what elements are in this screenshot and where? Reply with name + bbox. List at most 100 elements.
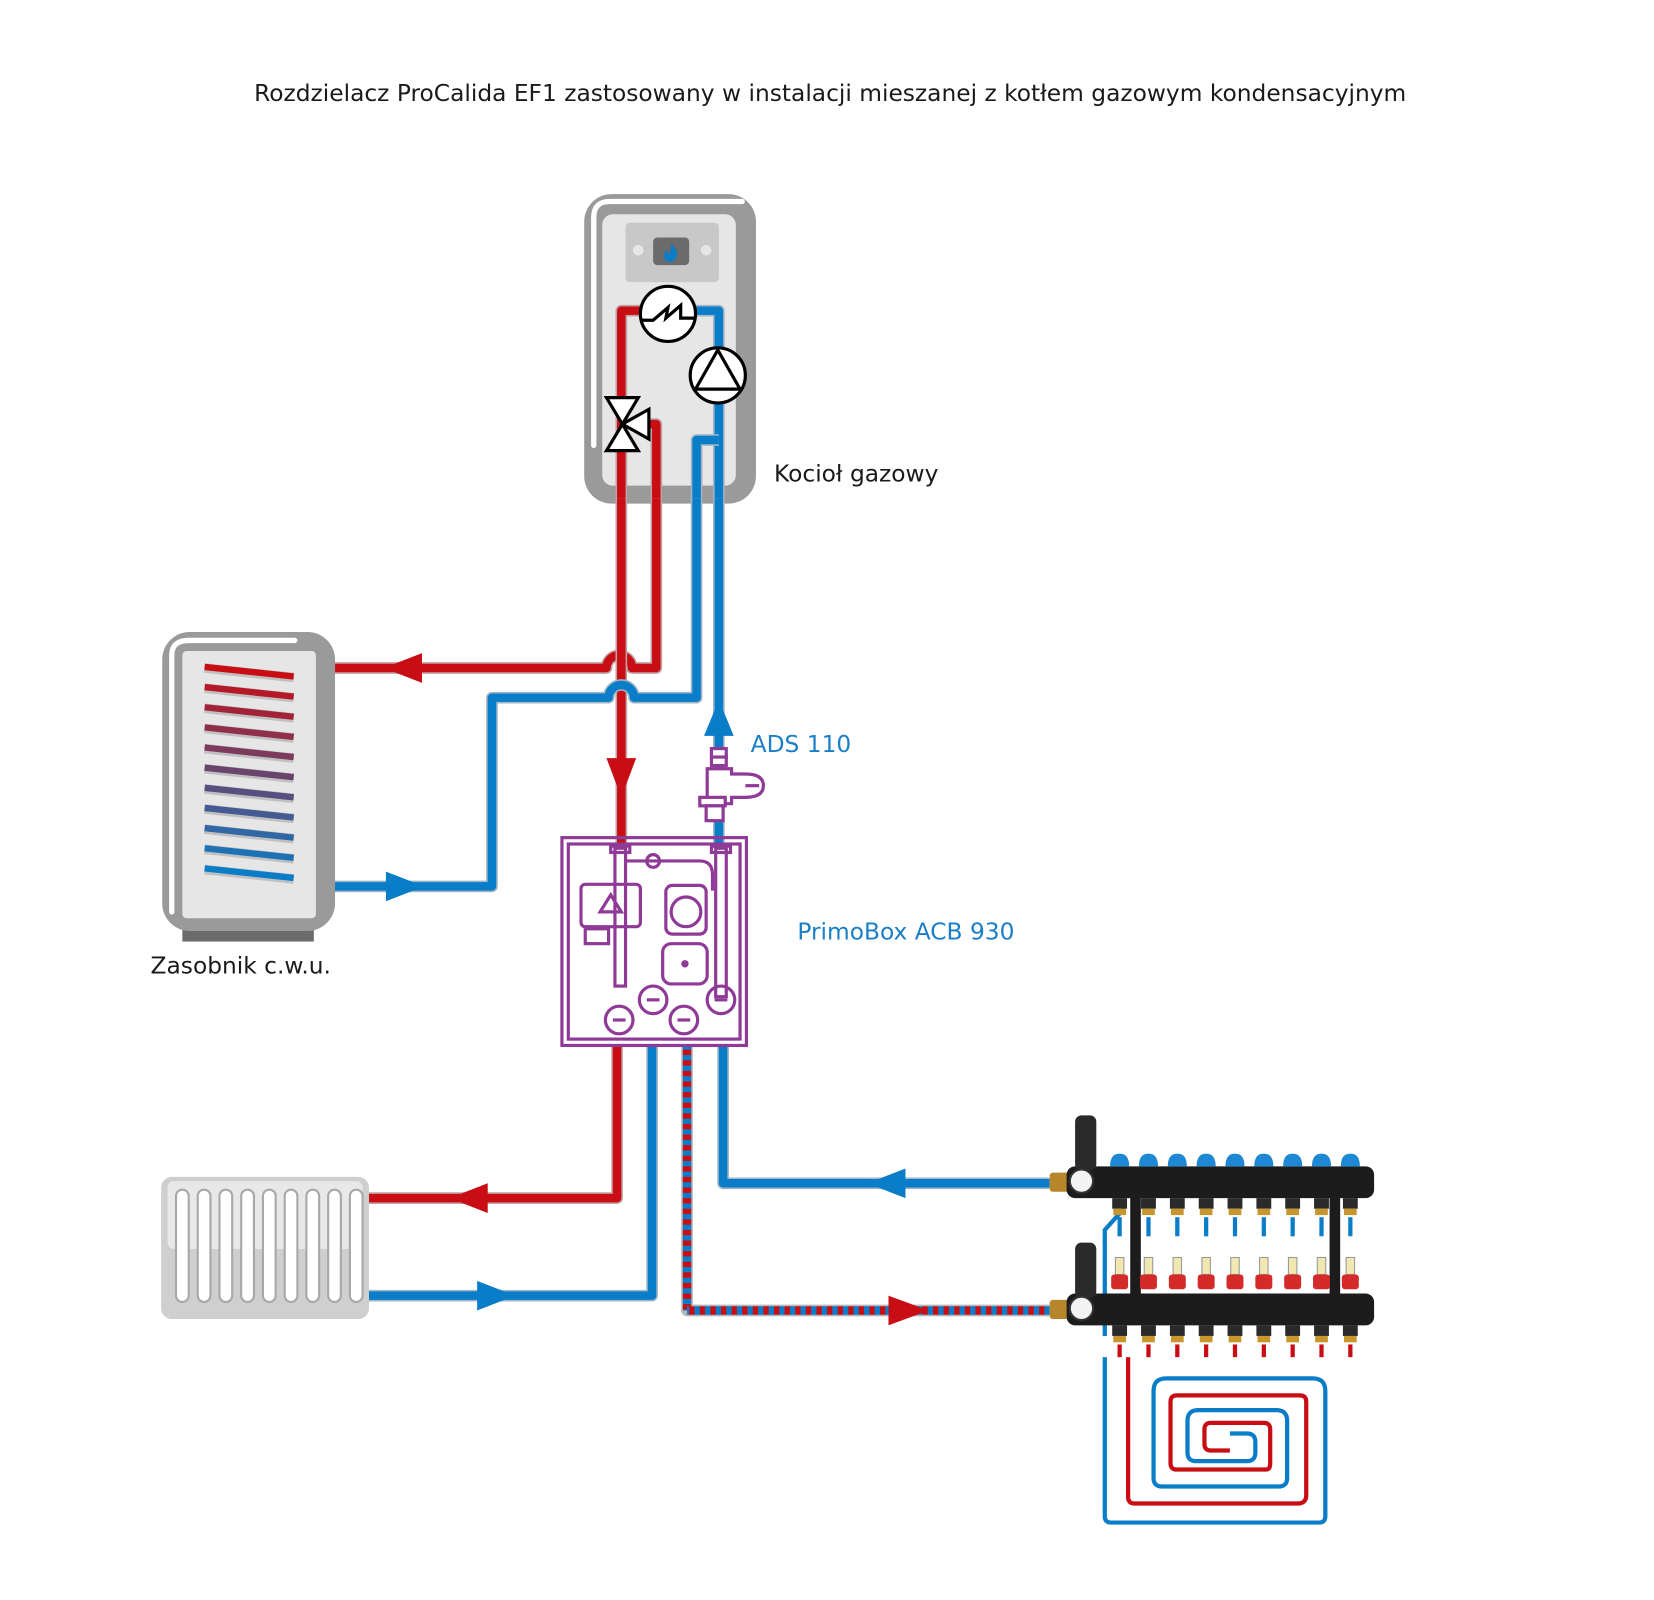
valve-cap: [1225, 1153, 1245, 1167]
outlet-body: [1141, 1325, 1156, 1336]
arrow-left-icon: [449, 1183, 488, 1213]
arrow-down-icon: [606, 758, 637, 798]
flowmeter-cap: [1341, 1274, 1359, 1290]
arrow-up-icon: [704, 699, 734, 736]
coil-turn: [204, 704, 295, 720]
arrow-right-icon: [477, 1280, 516, 1311]
outlet-body: [1169, 1325, 1185, 1336]
pump-icon: [688, 346, 747, 405]
coil-turn: [204, 865, 295, 882]
outlet-body: [1112, 1325, 1128, 1336]
brass-fitting: [1142, 1335, 1155, 1343]
tank-label: Zasobnik c.w.u.: [151, 952, 331, 979]
pipe-mixer-to-radiator-hot: [365, 1044, 622, 1203]
brass-fitting: [1286, 1335, 1300, 1343]
return-pipe-stub: [1319, 1217, 1324, 1237]
outlet-body: [1169, 1198, 1185, 1209]
valve-cap: [1283, 1153, 1303, 1167]
supply-pipe-stub: [1204, 1344, 1209, 1358]
mixing-unit-primobox: [560, 836, 749, 1048]
arrow-right-icon: [888, 1295, 929, 1326]
supply-pipe-stub: [1117, 1344, 1122, 1358]
thermometer-icon: [1068, 1168, 1095, 1194]
radiator-fin: [174, 1188, 190, 1304]
brass-fitting: [1170, 1208, 1184, 1216]
diagram-title: Rozdzielacz ProCalida EF1 zastosowany w …: [254, 80, 1406, 107]
outlet-body: [1227, 1325, 1243, 1336]
flowmeter-cap: [1313, 1274, 1330, 1290]
return-pipe-stub: [1175, 1217, 1180, 1237]
brass-fitting: [1113, 1208, 1126, 1216]
arrow-left-icon: [383, 653, 422, 683]
brass-fitting: [1228, 1208, 1242, 1216]
pipe-radiator-to-mixer-cold: [365, 1044, 657, 1300]
flowmeter-glass: [1143, 1256, 1154, 1275]
outlet-body: [1256, 1198, 1272, 1209]
hot-water-tank: [162, 631, 336, 942]
return-pipe-stub: [1290, 1217, 1295, 1237]
flowmeter-cap: [1111, 1274, 1129, 1290]
coil-turn: [204, 663, 295, 680]
coil-turn: [204, 845, 295, 861]
valve-cap: [1340, 1153, 1360, 1167]
radiator-fin: [283, 1188, 299, 1304]
brass-fitting: [1170, 1335, 1184, 1343]
flowmeter-glass: [1230, 1256, 1240, 1275]
flowmeter-cap: [1168, 1274, 1186, 1290]
brass-fitting: [1343, 1335, 1357, 1343]
outlet-body: [1227, 1198, 1243, 1209]
thermometer-icon: [1068, 1295, 1095, 1322]
flowmeter-cap: [1284, 1274, 1302, 1290]
coil-turn: [204, 764, 295, 781]
gas-boiler: [584, 194, 756, 504]
supply-pipe-stub: [1348, 1344, 1353, 1358]
flowmeter-glass: [1316, 1256, 1327, 1275]
outlet-body: [1141, 1198, 1156, 1209]
brass-fitting: [1315, 1208, 1328, 1216]
brass-fitting: [1142, 1208, 1155, 1216]
boiler-label: Kocioł gazowy: [774, 460, 939, 487]
flow-arrows: [383, 653, 929, 1326]
valve-cap: [1254, 1153, 1274, 1167]
brass-fitting: [1286, 1208, 1300, 1216]
supply-pipe-stub: [1319, 1344, 1324, 1358]
flowmeter-glass: [1114, 1256, 1125, 1275]
supply-pipe-stub: [1261, 1344, 1266, 1358]
heat-exchanger-icon: [638, 284, 698, 344]
flowmeter-cap: [1255, 1274, 1273, 1290]
arrow-left-icon: [867, 1168, 906, 1199]
valve-cap: [1138, 1153, 1159, 1167]
three-way-valve-icon: [603, 396, 651, 453]
brass-fitting: [1228, 1335, 1242, 1343]
outlet-body: [1314, 1325, 1329, 1336]
radiator-fin: [218, 1188, 234, 1304]
return-pipe-stub: [1348, 1217, 1353, 1237]
radiator-fin: [196, 1188, 212, 1304]
radiator-fin: [305, 1188, 321, 1304]
supply-pipe-stub: [1232, 1344, 1238, 1358]
flowmeter-glass: [1172, 1256, 1183, 1275]
valve-cap: [1196, 1153, 1216, 1167]
flowmeter-cap: [1197, 1274, 1215, 1290]
coil-turn: [204, 724, 295, 741]
underfloor-manifold: [1049, 1115, 1375, 1525]
flowmeter-glass: [1201, 1256, 1211, 1275]
return-pipe-stub: [1146, 1217, 1151, 1237]
return-pipe-stub: [1232, 1217, 1238, 1237]
radiator-fin: [327, 1188, 342, 1304]
flowmeter-cap: [1226, 1274, 1244, 1290]
flowmeter-cap: [1139, 1274, 1157, 1290]
valve-cap: [1110, 1153, 1130, 1167]
valve-cap: [1311, 1153, 1332, 1167]
coil-turn: [204, 744, 295, 761]
brass-fitting: [1257, 1208, 1271, 1216]
outlet-body: [1256, 1325, 1272, 1336]
radiator-fin: [348, 1188, 364, 1304]
mixing-unit-label: PrimoBox ACB 930: [797, 918, 1014, 945]
outlet-body: [1342, 1198, 1358, 1209]
brass-fitting: [1199, 1208, 1213, 1216]
brass-fitting: [1257, 1335, 1271, 1343]
supply-pipe-stub: [1290, 1344, 1295, 1358]
outlet-body: [1198, 1325, 1214, 1336]
